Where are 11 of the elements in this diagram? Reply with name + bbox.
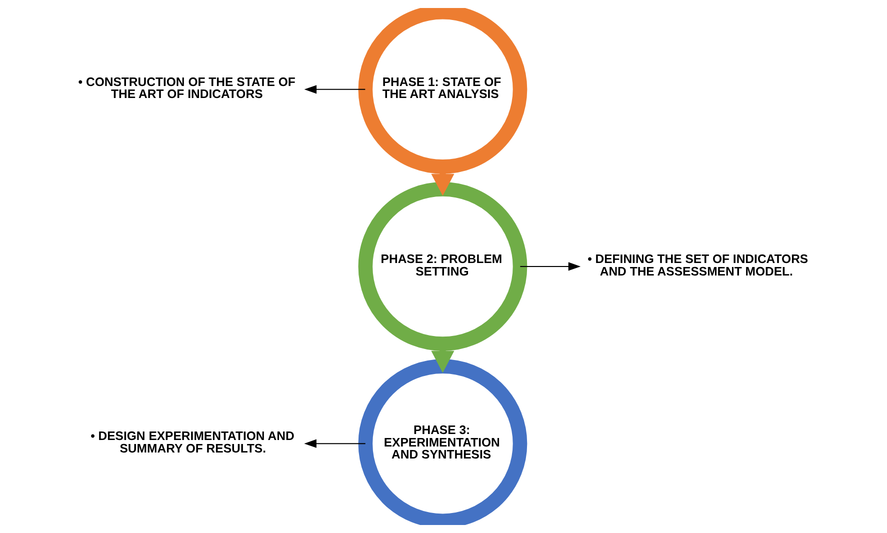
node-text: • DEFINING THE SET OF INDICATORS AND THE ASSESSMENT MODEL. (587, 252, 808, 278)
arrow (304, 439, 365, 448)
arrow (304, 85, 365, 94)
node-circle: PHASE 3: EXPERIMENTATION AND SYNTHESIS (358, 359, 527, 525)
node-text: • DESIGN EXPERIMENTATION AND SUMMARY OF RESULTS. (90, 429, 294, 456)
node-circle: PHASE 1: STATE OF THE ART ANALYSIS (358, 8, 527, 174)
arrow (430, 174, 454, 196)
node-text: • CONSTRUCTION OF THE STATE OF THE ART OF INDICATORS (78, 74, 295, 102)
arrow (520, 262, 580, 271)
node-circle: PHASE 2: PROBLEM SETTING (358, 182, 527, 351)
arrow (430, 350, 454, 373)
